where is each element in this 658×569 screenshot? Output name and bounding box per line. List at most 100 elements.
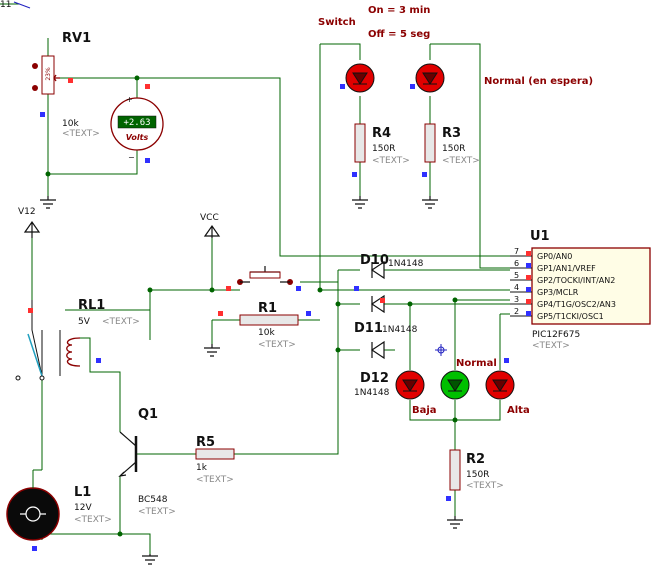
u1-ref: U1: [530, 229, 550, 244]
q1-ref: Q1: [138, 407, 158, 422]
r1-ref: R1: [258, 301, 277, 316]
u1-pin-name: GP3/MCLR: [537, 288, 579, 297]
r5-text: <TEXT>: [196, 475, 234, 485]
junction-dots: [45, 75, 458, 537]
ground-r2: [447, 516, 463, 529]
transistor-q1[interactable]: [118, 431, 138, 477]
u1-text: <TEXT>: [532, 341, 570, 351]
rv1-ref: RV1: [62, 31, 91, 46]
push-button[interactable]: [226, 266, 301, 291]
u1-part: PIC12F675: [532, 330, 580, 340]
led-normal[interactable]: [440, 370, 470, 400]
svg-text:+: +: [126, 95, 133, 104]
r2-ref: R2: [466, 452, 485, 467]
d11-ref: D11: [354, 321, 383, 336]
u1-pin-number: 5: [514, 271, 519, 280]
rv1-text: <TEXT>: [62, 129, 100, 139]
ic-u1[interactable]: 7GP0/AN06GP1/AN1/VREF5GP2/TOCKI/INT/AN24…: [510, 247, 651, 325]
rv1-percent: 23%: [45, 67, 52, 81]
resistor-r3[interactable]: [422, 123, 436, 177]
ground-q1: [142, 554, 158, 565]
d12-ref: D12: [360, 371, 389, 386]
ground-r3: [422, 196, 438, 209]
annotation-normal: Normal: [456, 358, 497, 369]
corner-label: 11: [0, 0, 11, 10]
d10-ref: D10: [360, 253, 389, 268]
r5-ref: R5: [196, 435, 215, 450]
u1-pin-marker: [526, 251, 531, 256]
ground-rv1: [40, 196, 56, 209]
r4-value: 150R: [372, 144, 395, 154]
l1-text: <TEXT>: [74, 515, 112, 525]
crosshair-icon: [435, 344, 447, 356]
r2-text: <TEXT>: [466, 481, 504, 491]
annotation-standby: Normal (en espera): [484, 76, 593, 87]
u1-pin-name: GP2/TOCKI/INT/AN2: [537, 276, 615, 285]
annotation-baja: Baja: [412, 405, 437, 416]
d10-value: 1N4148: [388, 259, 424, 269]
r4-text: <TEXT>: [372, 156, 410, 166]
u1-pin-name: GP1/AN1/VREF: [537, 264, 596, 273]
voltmeter[interactable]: +2.63 Volts + −: [110, 84, 164, 163]
d12-value: 1N4148: [354, 388, 390, 398]
resistor-r5[interactable]: [195, 448, 235, 460]
u1-pin-number: 6: [514, 259, 519, 268]
u1-pin-number: 7: [514, 247, 519, 256]
diode-d11[interactable]: [370, 294, 385, 314]
diode-d12[interactable]: [370, 340, 385, 360]
v12-arrow: [23, 220, 41, 238]
u1-pin-name: GP0/AN0: [537, 252, 572, 261]
u1-pin-marker: [526, 287, 531, 292]
q1-value: BC548: [138, 495, 168, 505]
annotation-alta: Alta: [507, 405, 530, 416]
led-alta[interactable]: [485, 358, 515, 400]
led-switch[interactable]: [340, 63, 375, 93]
r1-text: <TEXT>: [258, 340, 296, 350]
r4-ref: R4: [372, 126, 391, 141]
u1-pin-marker: [526, 299, 531, 304]
r5-value: 1k: [196, 463, 208, 473]
diode-d10[interactable]: [354, 260, 385, 291]
voltmeter-reading: +2.63: [123, 118, 150, 128]
annotation-on-time: On = 3 min: [368, 5, 430, 16]
q1-text: <TEXT>: [138, 507, 176, 517]
v12-label: V12: [18, 207, 36, 217]
led-standby[interactable]: [410, 63, 445, 93]
annotation-switch: Switch: [318, 17, 356, 28]
u1-pin-name: GP5/T1CKI/OSC1: [537, 312, 604, 321]
led-baja[interactable]: [395, 370, 425, 400]
ground-r1: [204, 344, 220, 357]
u1-pin-marker: [526, 263, 531, 268]
r3-value: 150R: [442, 144, 465, 154]
resistor-r1[interactable]: [218, 311, 311, 326]
d11-value: 1N4148: [382, 325, 418, 335]
voltmeter-unit: Volts: [126, 133, 149, 142]
rv1-potentiometer[interactable]: 23%: [32, 55, 73, 117]
wires: [0, 3, 510, 554]
l1-ref: L1: [74, 485, 91, 500]
resistor-r2[interactable]: [446, 449, 461, 501]
r3-text: <TEXT>: [442, 156, 480, 166]
rl1-value: 5V: [78, 317, 91, 327]
lamp-l1[interactable]: [6, 469, 60, 551]
annotation-off-time: Off = 5 seg: [368, 29, 430, 40]
u1-pin-number: 3: [514, 295, 519, 304]
rl1-text: <TEXT>: [102, 317, 140, 327]
rl1-ref: RL1: [78, 298, 105, 313]
svg-text:−: −: [128, 153, 135, 162]
r1-value: 10k: [258, 328, 275, 338]
u1-pin-marker: [526, 311, 531, 316]
vcc-arrow: [203, 224, 221, 238]
rv1-value: 10k: [62, 119, 79, 129]
l1-value: 12V: [74, 503, 92, 513]
u1-pin-marker: [526, 275, 531, 280]
vcc-label: VCC: [200, 213, 219, 223]
u1-pin-name: GP4/T1G/OSC2/AN3: [537, 300, 616, 309]
corner-wire-fragment: [13, 1, 31, 9]
ground-r4: [352, 196, 368, 209]
resistor-r4[interactable]: [352, 123, 366, 177]
relay-rl1[interactable]: [15, 300, 101, 381]
r3-ref: R3: [442, 126, 461, 141]
